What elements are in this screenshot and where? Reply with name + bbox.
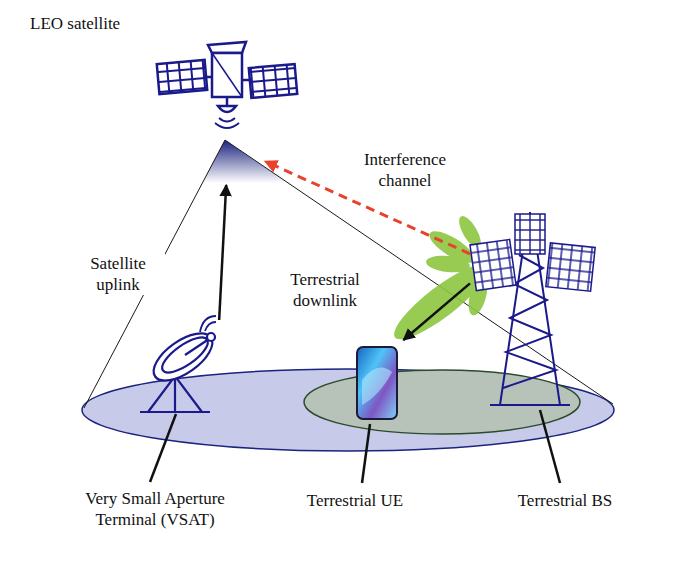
tower-icon: [470, 212, 595, 405]
signal-arrow: [403, 283, 470, 340]
vsat-node: Very Small Aperture Terminal (VSAT): [40, 320, 270, 535]
beam-lobes: [425, 254, 470, 275]
satellite-icon: [226, 97, 229, 106]
vsat-dish: [205, 322, 216, 331]
vsat-dish: [148, 376, 202, 412]
satellite-icon: [218, 106, 236, 112]
vsat-dish: [174, 376, 176, 412]
phone-icon: [357, 347, 397, 419]
object-label: LEO satellite: [30, 13, 120, 34]
leader-line: [150, 414, 176, 482]
phone-icon: [357, 347, 397, 419]
node-label: Very Small Aperture Terminal (VSAT): [60, 488, 250, 531]
satellite-icon: [219, 118, 235, 122]
leader-line: [150, 410, 560, 483]
leader-line: [362, 424, 370, 483]
satellite-icon: [157, 42, 297, 128]
signal-arrow: [219, 185, 226, 320]
satellite-beam: [202, 140, 288, 183]
satellite-icon: [249, 64, 297, 98]
ue-node: Terrestrial UE: [290, 340, 420, 530]
node-label: Terrestrial BS: [518, 490, 613, 511]
satellite-beam: [225, 140, 613, 404]
object-label: Terrestrial UE: [307, 490, 404, 511]
object-label: Terrestrial BS: [518, 490, 613, 511]
tower-icon: [546, 243, 595, 291]
satellite-icon: [208, 42, 246, 53]
vsat-dish: [207, 333, 215, 341]
satellite-icon: [212, 53, 242, 97]
vsat-dish: [200, 316, 216, 332]
leader-line: [540, 410, 560, 483]
satellite-icon: [215, 123, 239, 128]
vsat-dish: [185, 339, 209, 355]
phone-icon: [362, 368, 392, 406]
link-label: Terrestrial downlink: [273, 269, 377, 312]
vsat-dish: [140, 411, 210, 413]
vsat-dish: [146, 324, 220, 389]
satellite-node: LEO satellite: [25, 5, 265, 185]
satellite-icon: [212, 53, 242, 97]
node-label: LEO satellite: [30, 13, 120, 34]
tower-icon: [515, 214, 545, 254]
coverage-area: [304, 370, 580, 434]
object-label: Very Small Aperture Terminal (VSAT): [60, 488, 250, 531]
link-label: Interference channel: [348, 149, 462, 192]
vsat-dish: [157, 331, 213, 378]
satellite-icon: [157, 60, 207, 94]
node-label: Terrestrial UE: [307, 490, 404, 511]
vsat-dish: [140, 316, 220, 412]
bs-node: Terrestrial BS: [470, 210, 660, 530]
tower-icon: [490, 404, 570, 406]
link-label: Satellite uplink: [71, 253, 165, 296]
tower-icon: [470, 239, 516, 290]
